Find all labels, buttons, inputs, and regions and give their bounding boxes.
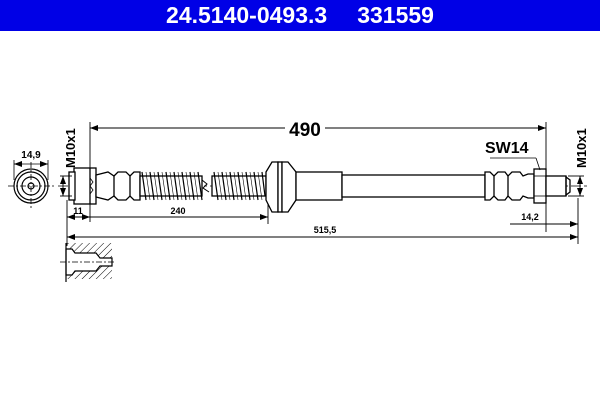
sw14-leader [535,157,541,171]
part-number: 24.5140-0493.3 [166,2,328,28]
title-bar: 24.5140-0493.3 331559 [0,0,600,31]
dimension-11-240 [66,200,269,246]
left-thread-label: M10x1 [63,128,78,168]
right-thread-dimension [568,175,584,197]
reference-number: 331559 [357,2,434,28]
hose-body [68,161,571,213]
left-thread-dimension [60,175,72,197]
dimension-14-2 [510,198,579,244]
dimension-490 [89,122,547,170]
end-view [8,160,54,210]
end-view-diameter-label: 14,9 [21,150,41,161]
spring-length-label: 240 [170,206,185,216]
overall-length-label: 490 [289,120,321,141]
port-section-view [60,243,115,282]
wrench-size-label: SW14 [485,140,529,157]
left-fitting-length-label: 11 [73,206,83,216]
total-length-label: 515,5 [314,225,337,235]
right-thread-label: M10x1 [574,128,589,168]
right-thread-length-label: 14,2 [521,212,539,222]
